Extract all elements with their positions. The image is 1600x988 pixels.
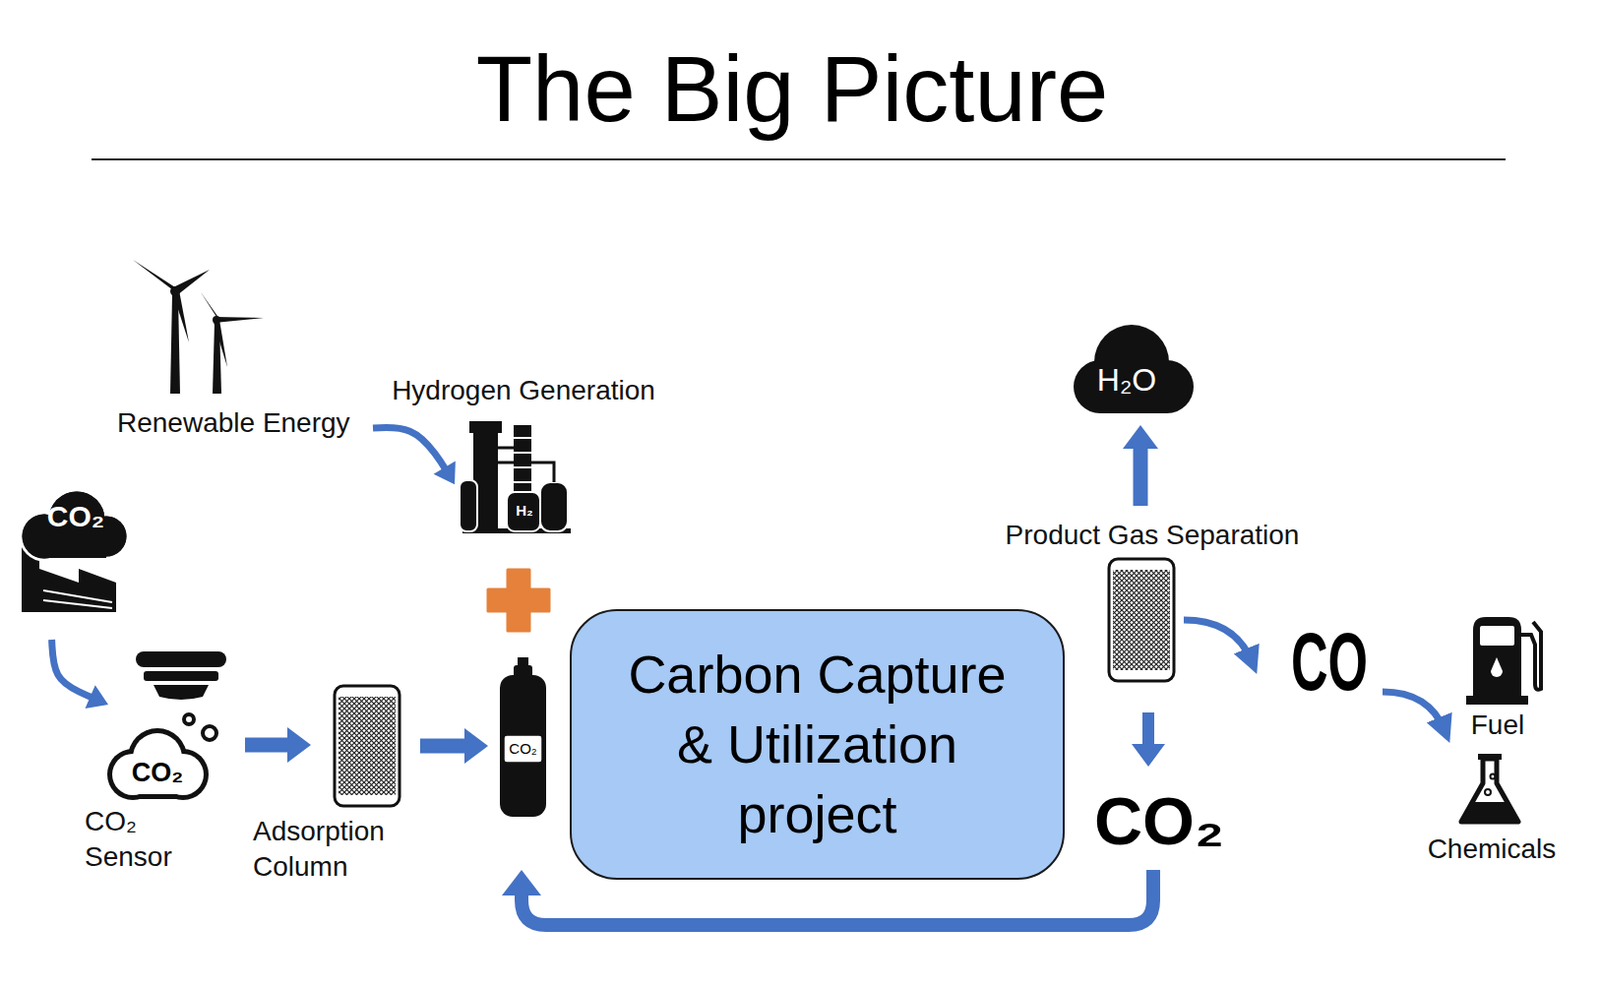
- cylinder-body: [499, 675, 547, 817]
- flow-connector: [1122, 425, 1159, 506]
- arrow-head: [287, 727, 311, 763]
- connector-line: [372, 428, 449, 475]
- arrow-head: [464, 728, 489, 764]
- node-text: Fuel: [1448, 709, 1547, 741]
- flow-connector: [245, 727, 311, 763]
- pump-base: [1466, 695, 1529, 705]
- flask-bubble: [1484, 789, 1491, 796]
- chemical-flask: [1461, 753, 1519, 822]
- flow-connector: [52, 639, 109, 709]
- node-text: CO₂ Sensor: [84, 803, 187, 875]
- smoke-sensor: [135, 651, 227, 700]
- turbine-hub: [212, 315, 221, 324]
- column-packing: [338, 696, 396, 796]
- plant-pipes: [531, 462, 554, 483]
- fuel-drop: [1490, 657, 1503, 677]
- flask-rim: [1477, 753, 1502, 760]
- gas-bubble-outline: [107, 728, 209, 800]
- node-text: Product Gas Separation: [988, 519, 1316, 552]
- arrow-head: [433, 460, 456, 485]
- factory-building: [39, 568, 117, 613]
- product-label: CO: [1291, 619, 1377, 703]
- sensor-base: [153, 684, 209, 700]
- node-text: H₂: [513, 499, 536, 522]
- adsorption-column-icon: [334, 685, 400, 806]
- turbine-hub: [170, 286, 181, 297]
- project-box: Carbon Capture & Utilization project: [569, 609, 1065, 880]
- fuel-product: Fuel: [1469, 616, 1541, 705]
- pump-hose: [1521, 621, 1541, 690]
- page-title: The Big Picture: [300, 43, 1285, 136]
- arrow-head: [1122, 425, 1159, 449]
- flow-arrow: [1131, 712, 1166, 767]
- plant-tank: [459, 480, 478, 532]
- turbine-blade: [200, 292, 220, 319]
- separation-column-icon: [1108, 558, 1174, 681]
- node-text: Adsorption Column: [252, 813, 403, 885]
- sensor-bubble: [202, 726, 217, 740]
- node-text: CO₂: [110, 755, 205, 790]
- node-text: H₂O: [1071, 362, 1182, 398]
- wind-turbines: [132, 259, 264, 394]
- plus-sign: [488, 569, 550, 631]
- node-text: Hydrogen Generation: [375, 374, 672, 407]
- turbine-blade: [172, 290, 189, 343]
- connector-line: [52, 639, 98, 700]
- node-text: Carbon Capture & Utilization project: [615, 639, 1020, 850]
- pump-body: [1473, 616, 1522, 699]
- plant-tower: [513, 425, 532, 494]
- hydrogen-plant-node: Hydrogen GenerationH₂: [460, 418, 571, 535]
- chemicals-product: Chemicals: [1459, 754, 1521, 825]
- column-packing: [1112, 569, 1170, 671]
- flow-arrow: [1183, 619, 1252, 662]
- column-cap: [469, 421, 502, 433]
- energy-source: Renewable Energy: [117, 259, 370, 439]
- co2-sensor: CO₂CO₂ Sensor: [110, 651, 231, 796]
- water-cloud-node: H₂O: [1071, 324, 1194, 414]
- flask-outline: [1461, 758, 1519, 822]
- column-shell: [1108, 558, 1174, 681]
- turbine-blade: [213, 319, 228, 368]
- pump-window: [1479, 625, 1515, 646]
- node-text: Chemicals: [1417, 833, 1566, 865]
- flow-connector: [420, 728, 489, 764]
- plant-pipes: [497, 447, 514, 463]
- turbine-blade: [214, 316, 264, 323]
- recycle-arrow-head: [501, 869, 542, 896]
- factory-lines: [43, 590, 113, 609]
- flask-bubble: [1490, 774, 1496, 780]
- sensor-bubble: [184, 714, 194, 725]
- node-text: CO₂: [18, 499, 133, 534]
- node-text: Renewable Energy: [117, 407, 370, 439]
- sensor-plate: [135, 651, 227, 668]
- flow-connector: [372, 428, 456, 486]
- gas-cylinder: [499, 657, 547, 817]
- arrow-head: [84, 684, 109, 709]
- plant-tank: [540, 482, 568, 532]
- node-text: CO₂: [503, 736, 543, 762]
- flask-liquid: [1462, 801, 1518, 821]
- turbine-blade: [132, 259, 178, 294]
- title-rule: [91, 158, 1506, 161]
- hydrogen-plant: [459, 421, 571, 534]
- tower-rungs: [513, 437, 532, 483]
- emission-source: CO₂: [18, 490, 129, 613]
- connector-line: [1133, 438, 1149, 506]
- flow-arrow: [1382, 691, 1445, 731]
- sensor-body: [143, 671, 219, 681]
- gas-separation: Product Gas Separation: [988, 519, 1316, 681]
- adsorption-column: Adsorption Column: [334, 685, 400, 806]
- cylinder-label: [503, 735, 543, 763]
- co2-cylinder: CO₂: [499, 657, 547, 817]
- column-shell: [334, 685, 400, 806]
- fuel-pump: [1466, 616, 1541, 705]
- product-label: CO₂: [1094, 787, 1262, 855]
- hydrogen-tank: [506, 492, 541, 532]
